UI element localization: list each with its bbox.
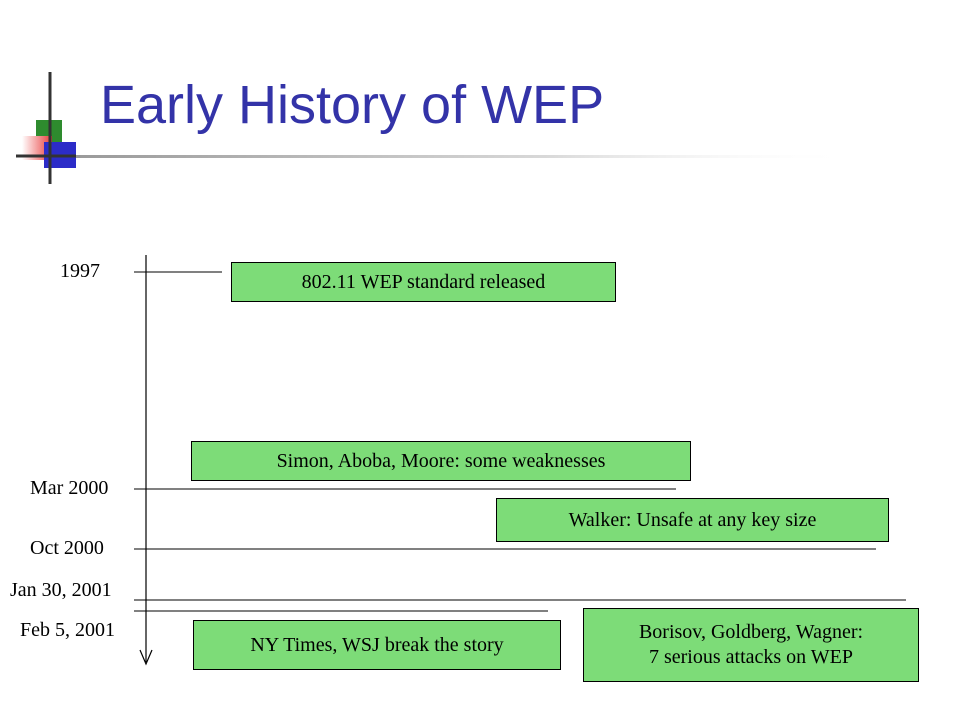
event-text-line2: 7 serious attacks on WEP — [648, 646, 854, 668]
event-text: 802.11 WEP standard released — [301, 270, 546, 293]
event-text: Walker: Unsafe at any key size — [568, 508, 817, 531]
event-box-walker: Walker: Unsafe at any key size — [496, 498, 889, 542]
event-text: NY Times, WSJ break the story — [250, 633, 504, 656]
date-label-jan-30-2001: Jan 30, 2001 — [10, 579, 112, 601]
date-label-oct-2000: Oct 2000 — [30, 537, 104, 559]
page-title: Early History of WEP — [100, 75, 605, 135]
event-box-simon-aboba-moore: Simon, Aboba, Moore: some weaknesses — [191, 441, 691, 481]
date-label-1997: 1997 — [60, 260, 100, 282]
event-box-wep-standard: 802.11 WEP standard released — [231, 262, 616, 302]
date-label-feb-5-2001: Feb 5, 2001 — [20, 619, 115, 641]
timeline-arrowhead — [139, 649, 153, 666]
event-text: Simon, Aboba, Moore: some weaknesses — [276, 449, 606, 472]
event-box-borisov-goldberg-wagner: Borisov, Goldberg, Wagner: 7 serious att… — [583, 608, 919, 682]
event-box-nytimes-wsj: NY Times, WSJ break the story — [193, 620, 561, 670]
title-underline — [76, 155, 856, 158]
event-text-line1: Borisov, Goldberg, Wagner: — [638, 621, 864, 643]
date-label-mar-2000: Mar 2000 — [30, 477, 109, 499]
